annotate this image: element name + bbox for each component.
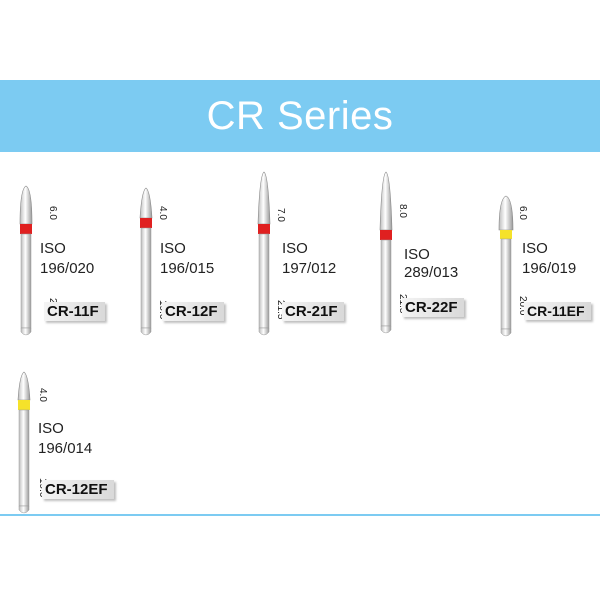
iso-number: 289/013: [404, 264, 459, 281]
series-banner: CR Series: [0, 80, 600, 152]
head-length: 7.0: [275, 208, 286, 222]
iso-label: ISO: [282, 240, 308, 257]
bur-code: CR-22F: [402, 298, 464, 317]
head-length: 6.0: [517, 206, 528, 220]
bur-tool-icon: [139, 187, 153, 336]
bottom-divider: [0, 514, 600, 516]
iso-label: ISO: [522, 240, 548, 257]
series-title: CR Series: [206, 93, 394, 138]
bur-code: CR-11F: [44, 302, 105, 321]
bur-code: CR-21F: [282, 302, 344, 321]
bur-item: 4.0 19.0 ISO 196/015 CR-12F: [134, 182, 250, 352]
iso-label: ISO: [404, 246, 430, 263]
bur-item: 6.0 20.0 ISO 196/020 CR-11F: [14, 182, 130, 352]
bur-item: 7.0 21.5 ISO 197/012 CR-21F: [252, 170, 368, 340]
bur-tool-icon: [257, 171, 271, 336]
head-length: 4.0: [37, 388, 48, 402]
head-length: 6.0: [47, 206, 58, 220]
bur-tool-icon: [498, 195, 514, 337]
iso-number: 196/014: [38, 440, 93, 457]
iso-number: 197/012: [282, 260, 337, 277]
bur-item: 8.0 21.5 ISO 289/013 CR-22F: [374, 170, 490, 340]
bur-item: 6.0 20.0 ISO 196/019 CR-11EF: [494, 192, 600, 362]
band: [20, 224, 32, 234]
bur-item: 4.0 19.0 ISO 196/014 CR-12EF: [12, 368, 128, 538]
iso-number: 196/015: [160, 260, 215, 277]
head-length: 8.0: [397, 204, 408, 218]
bur-tool-icon: [17, 371, 31, 514]
bur-code: CR-12F: [162, 302, 224, 321]
bur-code: CR-11EF: [524, 302, 591, 320]
bur-tool-icon: [19, 185, 33, 336]
head-length: 4.0: [157, 206, 168, 220]
bur-code: CR-12EF: [42, 480, 114, 499]
iso-label: ISO: [40, 240, 66, 257]
iso-label: ISO: [38, 420, 64, 437]
iso-number: 196/020: [40, 260, 95, 277]
iso-label: ISO: [160, 240, 186, 257]
iso-number: 196/019: [522, 260, 577, 277]
bur-tool-icon: [379, 171, 393, 334]
